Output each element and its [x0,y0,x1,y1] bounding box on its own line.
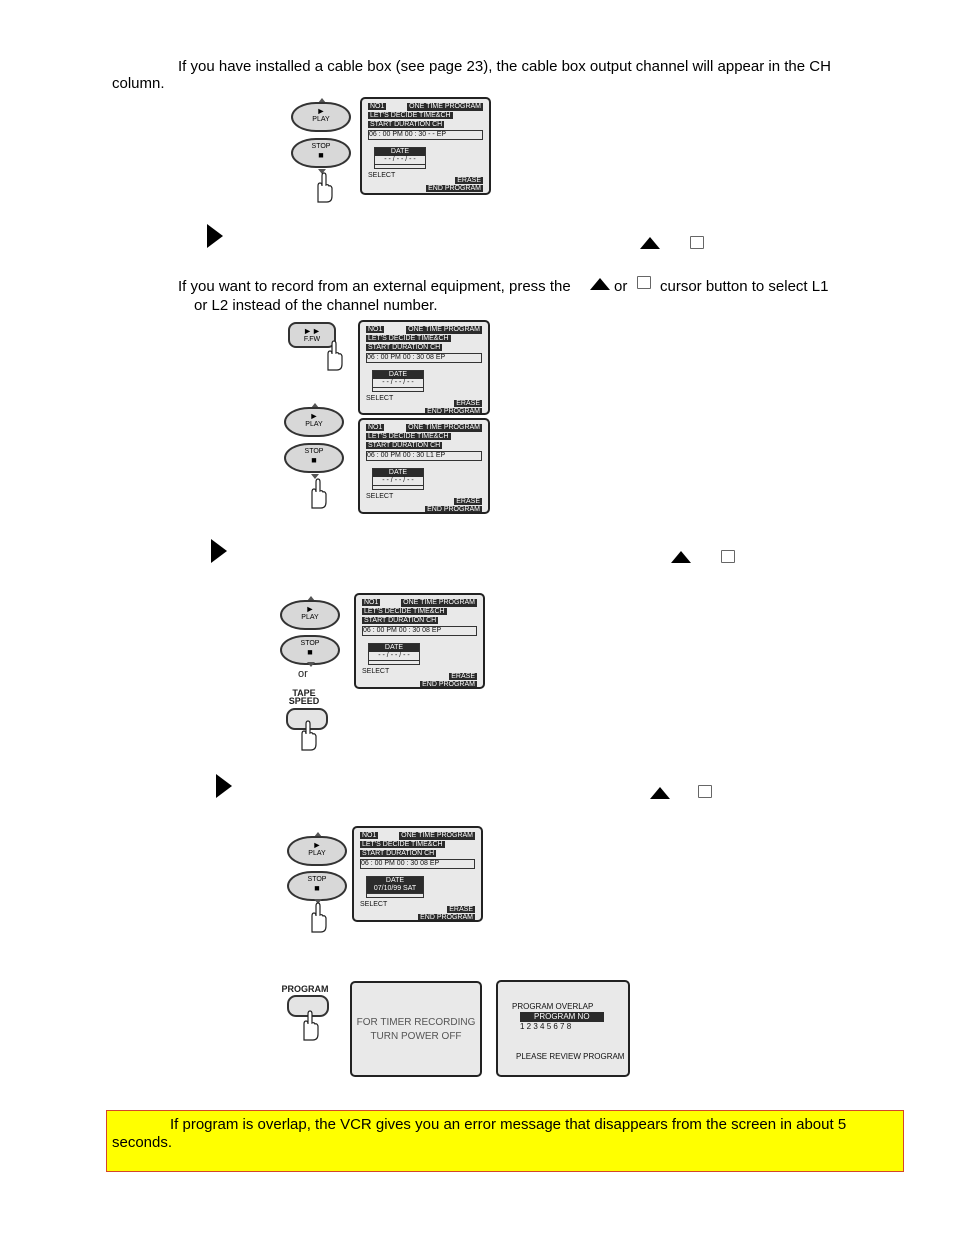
play-button[interactable]: ►PLAY [284,407,344,437]
paragraph-external-1: If you want to record from an external e… [178,278,571,295]
note-overlap-2: seconds. [112,1134,173,1151]
up-cursor-icon [590,278,610,290]
step-arrow-icon [207,224,223,248]
down-cursor-icon [721,550,735,563]
down-tip [311,474,319,479]
paragraph-external-2: cursor button to select L1 [660,278,829,295]
up-cursor-icon [650,787,670,799]
overlap-title: PROGRAM OVERLAP [512,1002,594,1011]
timer-line-2: TURN POWER OFF [370,1031,462,1042]
stop-button[interactable]: STOP■ [287,871,347,901]
step-arrow-icon [211,539,227,563]
down-tip [318,169,326,174]
paragraph-external-or: or [614,278,628,295]
overlap-review: PLEASE REVIEW PROGRAM [516,1052,625,1061]
down-cursor-icon [637,276,651,289]
up-tip [314,832,322,837]
speed-label: SPEED [288,696,320,706]
down-tip [314,899,322,904]
overlap-nums: 1 2 3 4 5 6 7 8 [520,1022,572,1031]
or-label: or [298,668,308,680]
note-overlap-1: If program is overlap, the VCR gives you… [170,1116,847,1133]
play-button[interactable]: ►PLAY [287,836,347,866]
paragraph-cable-box-cont: column. [112,75,165,92]
paragraph-cable-box: If you have installed a cable box (see p… [178,58,831,75]
osd-overlap-screen: PROGRAM OVERLAP PROGRAM NO 1 2 3 4 5 6 7… [496,980,630,1077]
play-button[interactable]: ►PLAY [291,102,351,132]
up-tip [318,98,326,103]
hand-icon [311,478,327,509]
stop-button[interactable]: STOP■ [280,635,340,665]
play-button[interactable]: ►PLAY [280,600,340,630]
down-cursor-icon [690,236,704,249]
hand-icon [303,1010,319,1041]
hand-icon [327,340,343,371]
stop-button[interactable]: STOP■ [291,138,351,168]
up-tip [307,596,315,601]
ffw-button[interactable]: ►►F.FW [288,322,336,348]
step-arrow-icon [216,774,232,798]
paragraph-external-3: or L2 instead of the channel number. [194,297,438,314]
up-cursor-icon [640,237,660,249]
overlap-no: PROGRAM NO [520,1012,604,1022]
hand-icon [301,720,317,751]
program-label: PROGRAM [281,984,329,994]
overlap-note [106,1110,904,1172]
tape-label: TAPE [292,688,316,698]
up-tip [311,403,319,408]
stop-button[interactable]: STOP■ [284,443,344,473]
hand-icon [311,902,327,933]
hand-icon [317,172,333,203]
down-cursor-icon [698,785,712,798]
down-tip [307,662,315,667]
osd-timer-screen: FOR TIMER RECORDING TURN POWER OFF [350,981,482,1077]
timer-line-1: FOR TIMER RECORDING [356,1017,476,1028]
up-cursor-icon [671,551,691,563]
